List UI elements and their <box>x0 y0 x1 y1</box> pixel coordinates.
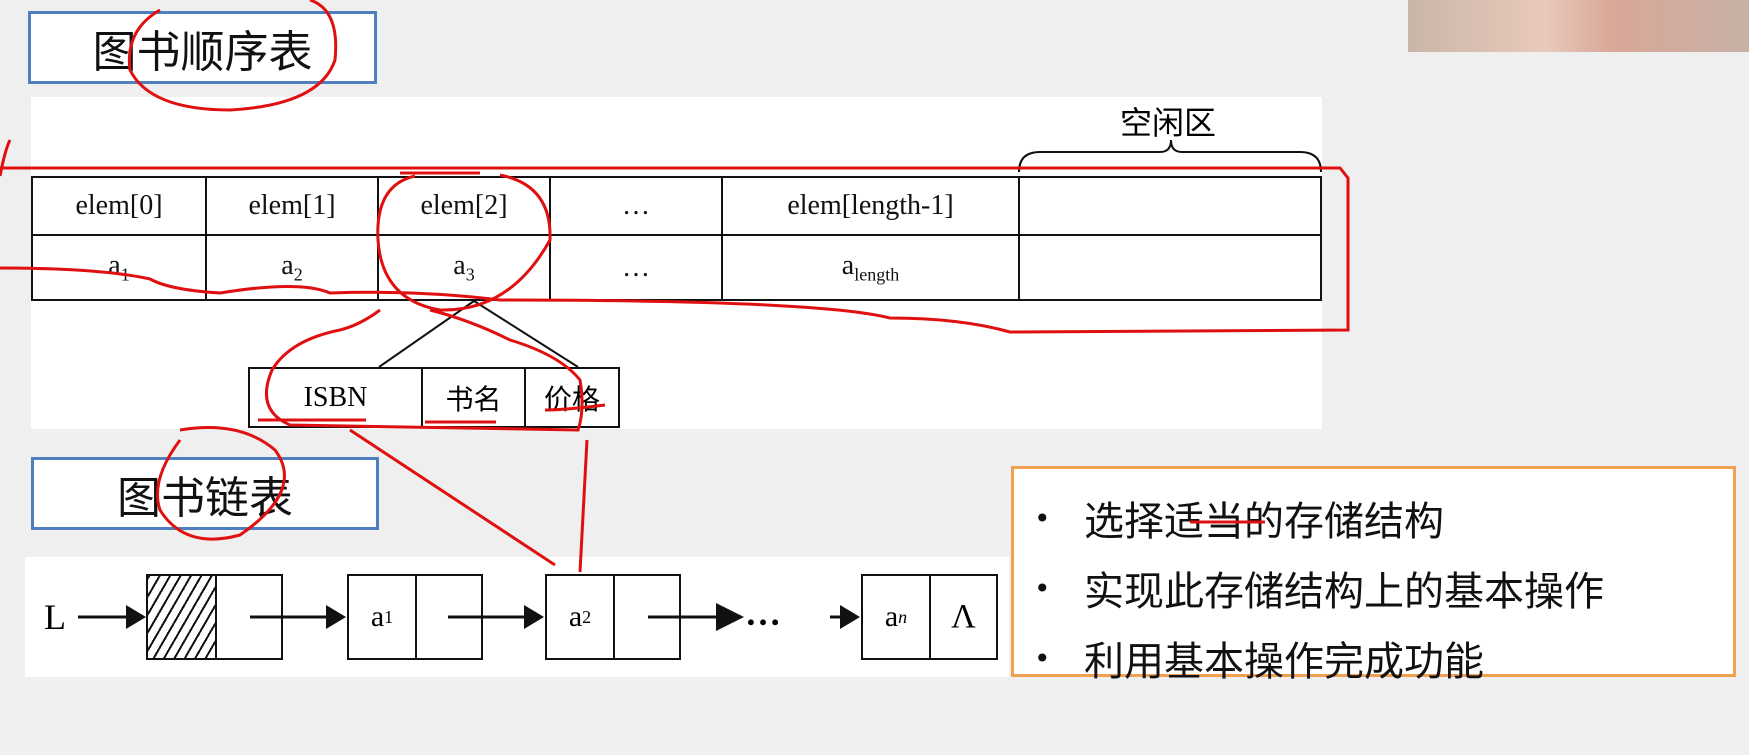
seq-cell-free <box>1018 175 1322 237</box>
record-field-title: 书名 <box>423 369 526 426</box>
free-area-brace <box>1018 139 1322 173</box>
seq-cell: elem[1] <box>205 175 379 237</box>
seq-value: … <box>549 234 723 301</box>
bullet-item: •实现此存储结构上的基本操作 <box>1034 569 1604 615</box>
linked-list-title: 图书链表 <box>31 457 379 530</box>
seq-value-free <box>1018 234 1322 301</box>
record-expand-lines <box>378 300 579 368</box>
head-pointer-label: L <box>44 597 66 637</box>
seq-cell: elem[0] <box>31 175 207 237</box>
webcam-video <box>1408 0 1749 52</box>
hatched-field <box>148 576 217 658</box>
red-annotations <box>0 0 1350 573</box>
seq-header-row: elem[0] elem[1] elem[2] … elem[length-1] <box>31 175 1322 237</box>
seq-table: elem[0] elem[1] elem[2] … elem[length-1]… <box>31 175 1322 301</box>
free-area-label: 空闲区 <box>1120 104 1217 142</box>
seq-cell: … <box>549 175 723 237</box>
seq-cell: elem[length-1] <box>721 175 1020 237</box>
null-pointer: Λ <box>951 598 976 635</box>
seq-value: a2 <box>205 234 379 301</box>
seq-value-row: a1 a2 a3 … alength <box>31 234 1322 301</box>
seq-value: a3 <box>377 234 551 301</box>
seq-value: alength <box>721 234 1020 301</box>
list-ellipsis: … <box>745 593 781 633</box>
bullet-item: •利用基本操作完成功能 <box>1034 639 1484 685</box>
record-field-isbn: ISBN <box>250 369 423 426</box>
seq-cell: elem[2] <box>377 175 551 237</box>
book-record: ISBN 书名 价格 <box>248 367 620 428</box>
steps-box: •选择适当的存储结构 •实现此存储结构上的基本操作 •利用基本操作完成功能 <box>1011 466 1736 685</box>
